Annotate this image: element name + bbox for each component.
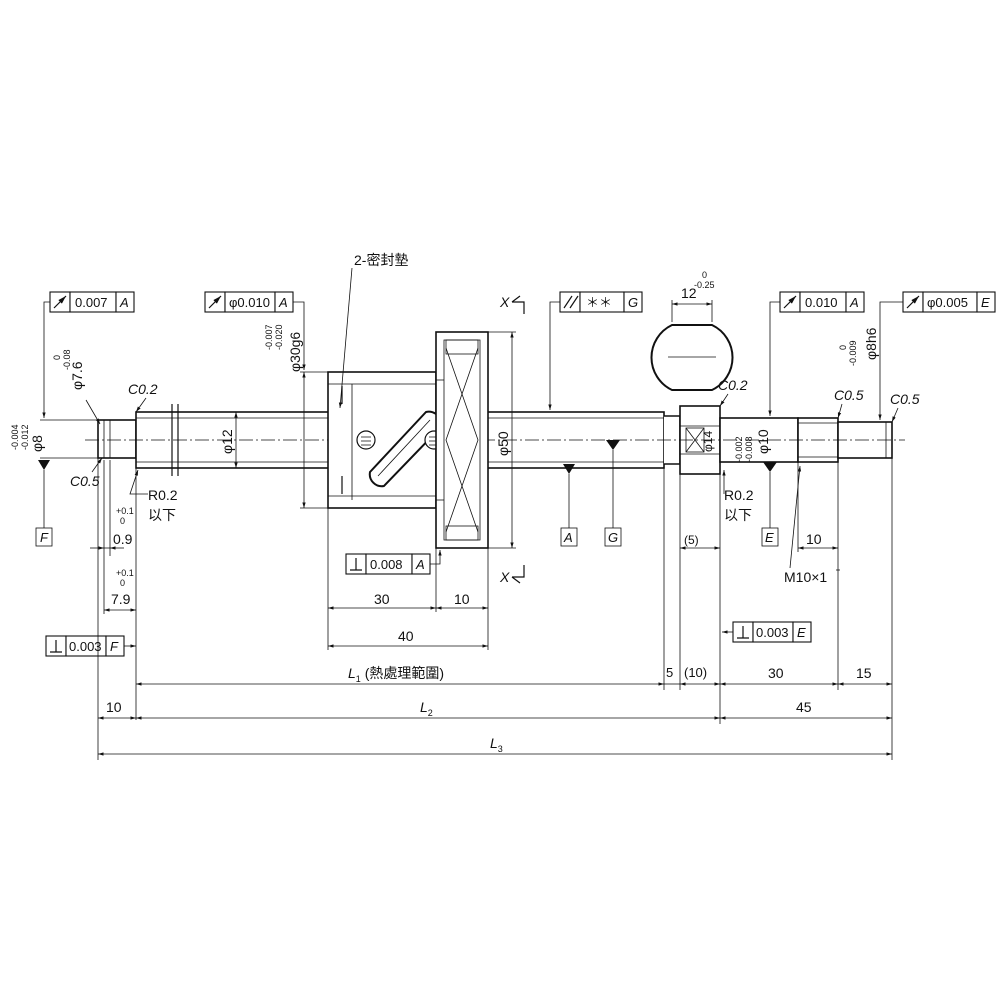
nut-length-40: 40: [398, 628, 414, 644]
fcf-left-perp: 0.003 F: [45, 635, 125, 657]
fcf-nut-perp-value: 0.008: [370, 557, 403, 572]
right-d8h6-tol-lower: -0.009: [848, 340, 858, 366]
dim-30: 30: [768, 665, 784, 681]
fcf-left-perp-datum: F: [110, 639, 119, 654]
fcf-left-runout-value: 0.007: [75, 295, 108, 310]
dim-5: 5: [666, 665, 673, 680]
nut-length-10: 10: [454, 591, 470, 607]
left-d8: φ8: [29, 435, 45, 452]
dim-45: 45: [796, 699, 812, 715]
right-d8h6: φ8h6: [863, 327, 879, 360]
fcf-parallel-datum: G: [628, 295, 638, 310]
left-groove-7-9: 7.9: [111, 591, 131, 607]
nut-diameter: φ30g6: [287, 332, 303, 372]
fcf-parallel: ＊＊ G: [559, 291, 643, 313]
shaft-diameter: φ12: [219, 429, 235, 454]
flat-tol-upper: 0: [702, 270, 707, 280]
flange-diameter: φ50: [495, 431, 511, 456]
left-end-annotations: φ8 -0.004 -0.012 φ7.6 0 -0.08 C0.2 C0.5 …: [10, 349, 178, 760]
fcf-left-perp-value: 0.003: [69, 639, 102, 654]
section-mark-bottom: X: [499, 569, 510, 585]
right-d10-tol-upper: -0.002: [734, 436, 744, 462]
left-d8-tol-upper: -0.004: [10, 424, 20, 450]
datum-e: E: [761, 462, 779, 547]
right-d8h6-tol-upper: 0: [838, 345, 848, 350]
right-c02: C0.2: [718, 377, 748, 393]
flat-tol-lower: -0.25: [694, 280, 715, 290]
section-mark-x: X X: [499, 294, 525, 585]
fcf-nut-runout-value: φ0.010: [229, 295, 270, 310]
overall-dimensions: L1 (熱處理範圍) 5 (10) 30 15 10 L2 45 L3: [98, 665, 892, 756]
fcf-nut-runout-datum: A: [278, 295, 288, 310]
dim-15: 15: [856, 665, 872, 681]
dim-10: 10: [106, 699, 122, 715]
fcf-right-runout-datum: A: [849, 295, 859, 310]
dim-l1-label: L1 (熱處理範圍): [348, 665, 444, 684]
fcf-right-perp-value: 0.003: [756, 625, 789, 640]
left-d7-6-tol-upper: 0: [52, 355, 62, 360]
left-c05: C0.5: [70, 473, 100, 489]
datum-a: A: [560, 464, 578, 547]
left-c02: C0.2: [128, 381, 158, 397]
datum-f-label: F: [40, 530, 49, 545]
right-c05-b: C0.5: [890, 391, 920, 407]
right-d10: φ10: [755, 429, 771, 454]
left-d7-6-tol-lower: -0.08: [62, 349, 72, 370]
fcf-parallel-value: ＊＊: [586, 295, 612, 310]
nut-diameter-tol-upper: -0.007: [264, 324, 274, 350]
fcf-right-end-runout-datum: E: [981, 295, 990, 310]
datum-g: G: [604, 440, 622, 547]
nut-length-30: 30: [374, 591, 390, 607]
fcf-right-perp-datum: E: [797, 625, 806, 640]
dim-10p: (10): [684, 665, 707, 680]
datum-a-label: A: [563, 530, 573, 545]
fcf-nut-perp-datum: A: [415, 557, 425, 572]
right-thread-len: 10: [806, 531, 822, 547]
fcf-left-runout-datum: A: [119, 295, 129, 310]
left-groove-7-9-tol-plus: +0.1: [116, 568, 134, 578]
fcf-nut-runout: φ0.010 A: [204, 291, 294, 313]
nut-diameter-tol-lower: -0.020: [274, 324, 284, 350]
nut-flange: [435, 331, 489, 549]
left-d7-6: φ7.6: [69, 361, 85, 390]
flat-width-label: 12: [681, 285, 697, 301]
dim-l3-label: L3: [490, 735, 503, 754]
left-r02-note: 以下: [148, 507, 176, 523]
fcf-nut-perp: 0.008 A: [345, 553, 431, 575]
right-r02-note: 以下: [724, 507, 752, 523]
seal-label: 2-密封墊: [354, 252, 408, 268]
datum-e-label: E: [765, 530, 774, 545]
left-groove-0-9: 0.9: [113, 531, 133, 547]
right-thread: M10×1: [784, 569, 827, 585]
left-d8-tol-lower: -0.012: [20, 424, 30, 450]
nut-dimensions: φ30g6 -0.007 -0.020 φ12 φ50 30 10 40: [219, 324, 516, 650]
right-paren5: (5): [684, 533, 699, 547]
left-groove-0-9-tol-plus: +0.1: [116, 506, 134, 516]
fcf-right-perp: 0.003 E: [732, 621, 812, 643]
right-d14: φ14: [701, 431, 715, 452]
right-end-annotations: C0.2 φ14 -0.002 -0.008 φ10 C0.5 C0.5 φ8h…: [663, 327, 920, 760]
left-r02: R0.2: [148, 487, 178, 503]
fcf-right-end-runout: φ0.005 E: [902, 291, 996, 313]
fcf-right-runout-value: 0.010: [805, 295, 838, 310]
ball-nut: [327, 331, 489, 549]
fcf-right-runout: 0.010 A: [779, 291, 865, 313]
right-c05-a: C0.5: [834, 387, 864, 403]
flat-end-view: 12 0 -0.25: [650, 270, 734, 391]
right-d10-tol-lower: -0.008: [744, 436, 754, 462]
fcf-left-runout: 0.007 A: [49, 291, 135, 313]
datum-f: F: [35, 460, 53, 547]
dim-l2-label: L2: [420, 699, 433, 718]
left-groove-7-9-tol-zero: 0: [120, 578, 125, 588]
fcf-right-end-runout-value: φ0.005: [927, 295, 968, 310]
left-groove-0-9-tol-zero: 0: [120, 516, 125, 526]
section-mark-top: X: [499, 294, 510, 310]
right-r02: R0.2: [724, 487, 754, 503]
datum-g-label: G: [608, 530, 618, 545]
